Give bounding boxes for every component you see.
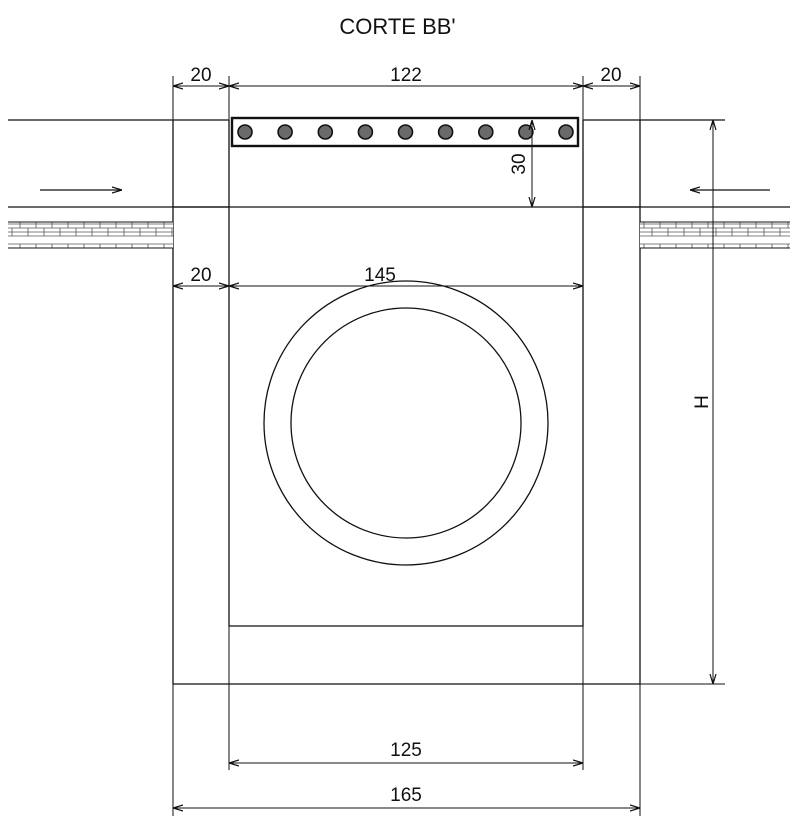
grate-bar <box>397 124 414 140</box>
pipe-inner <box>290 307 522 539</box>
grate-bar <box>317 124 334 140</box>
dim-grate-width: 122 <box>390 65 422 86</box>
grate-bar <box>277 124 293 140</box>
dim-left-wall-mid: 20 <box>190 265 211 286</box>
grate-bar <box>518 124 534 140</box>
grate-bar <box>558 124 574 140</box>
dim-grate-depth: 30 <box>509 153 530 174</box>
dim-bottom-inner: 125 <box>390 740 422 761</box>
grate-bar <box>477 124 494 140</box>
pipe-outer <box>263 280 549 566</box>
grate-bar <box>357 124 374 140</box>
concrete-walls <box>172 206 641 685</box>
dim-inner-width: 145 <box>364 265 396 286</box>
drawing-title: CORTE BB' <box>339 14 456 39</box>
grate-bar <box>437 124 454 140</box>
dim-total-width: 165 <box>390 785 422 806</box>
grate-bars <box>237 124 574 140</box>
pavement-left <box>8 222 173 248</box>
grate-bar <box>237 124 253 140</box>
dim-height: H <box>692 395 713 409</box>
pavement-right <box>640 222 790 248</box>
dim-right-wall-top: 20 <box>600 65 621 86</box>
dim-left-wall-top: 20 <box>190 65 211 86</box>
